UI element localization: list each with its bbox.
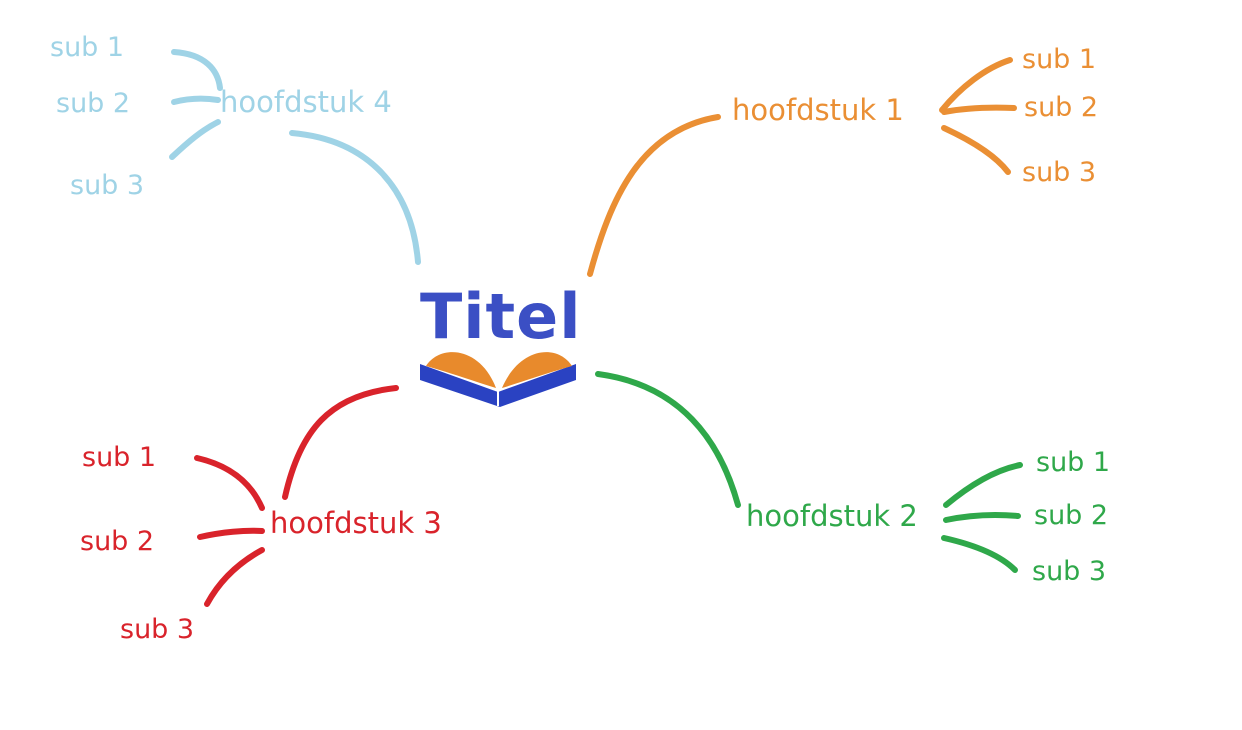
sub-line-hoofdstuk-1-sub-2 bbox=[941, 104, 1017, 115]
branch-line-hoofdstuk-1 bbox=[587, 114, 721, 277]
chapter-label-hoofdstuk-3: hoofdstuk 3 bbox=[270, 506, 442, 540]
sub-label-hoofdstuk-2-sub-2: sub 2 bbox=[1034, 500, 1109, 531]
sub-label-hoofdstuk-3-sub-2: sub 2 bbox=[80, 526, 155, 557]
sub-label-hoofdstuk-3-sub-1: sub 1 bbox=[82, 442, 157, 473]
branch-line-hoofdstuk-4 bbox=[289, 130, 421, 265]
branch-line-hoofdstuk-3 bbox=[282, 385, 399, 500]
sub-line-hoofdstuk-4-sub-3 bbox=[169, 119, 221, 160]
sub-label-hoofdstuk-1-sub-3: sub 3 bbox=[1022, 157, 1097, 188]
sub-line-hoofdstuk-3-sub-2 bbox=[197, 527, 265, 540]
central-title: Titel bbox=[420, 280, 582, 353]
sub-label-hoofdstuk-1-sub-1: sub 1 bbox=[1022, 44, 1097, 75]
sub-label-hoofdstuk-4-sub-2: sub 2 bbox=[56, 88, 131, 119]
sub-label-hoofdstuk-4-sub-1: sub 1 bbox=[50, 32, 125, 63]
chapter-label-hoofdstuk-1: hoofdstuk 1 bbox=[732, 93, 904, 127]
sub-label-hoofdstuk-2-sub-3: sub 3 bbox=[1032, 556, 1107, 587]
chapter-label-hoofdstuk-2: hoofdstuk 2 bbox=[746, 499, 918, 533]
sub-line-hoofdstuk-3-sub-1 bbox=[194, 455, 265, 511]
sub-line-hoofdstuk-2-sub-2 bbox=[943, 512, 1021, 523]
open-book-icon bbox=[420, 352, 576, 407]
sub-line-hoofdstuk-2-sub-1 bbox=[943, 462, 1023, 508]
sub-line-hoofdstuk-1-sub-3 bbox=[941, 125, 1011, 175]
sub-line-hoofdstuk-2-sub-3 bbox=[941, 535, 1018, 573]
sub-label-hoofdstuk-1-sub-2: sub 2 bbox=[1024, 92, 1099, 123]
sub-line-hoofdstuk-1-sub-1 bbox=[939, 57, 1013, 113]
sub-line-hoofdstuk-4-sub-1 bbox=[171, 49, 223, 91]
sub-line-hoofdstuk-3-sub-3 bbox=[204, 547, 265, 607]
sub-line-hoofdstuk-4-sub-2 bbox=[171, 95, 221, 105]
sub-label-hoofdstuk-4-sub-3: sub 3 bbox=[70, 170, 145, 201]
sub-label-hoofdstuk-3-sub-3: sub 3 bbox=[120, 614, 195, 645]
chapter-label-hoofdstuk-4: hoofdstuk 4 bbox=[220, 85, 392, 119]
sub-label-hoofdstuk-2-sub-1: sub 1 bbox=[1036, 447, 1111, 478]
branch-line-hoofdstuk-2 bbox=[595, 371, 741, 508]
